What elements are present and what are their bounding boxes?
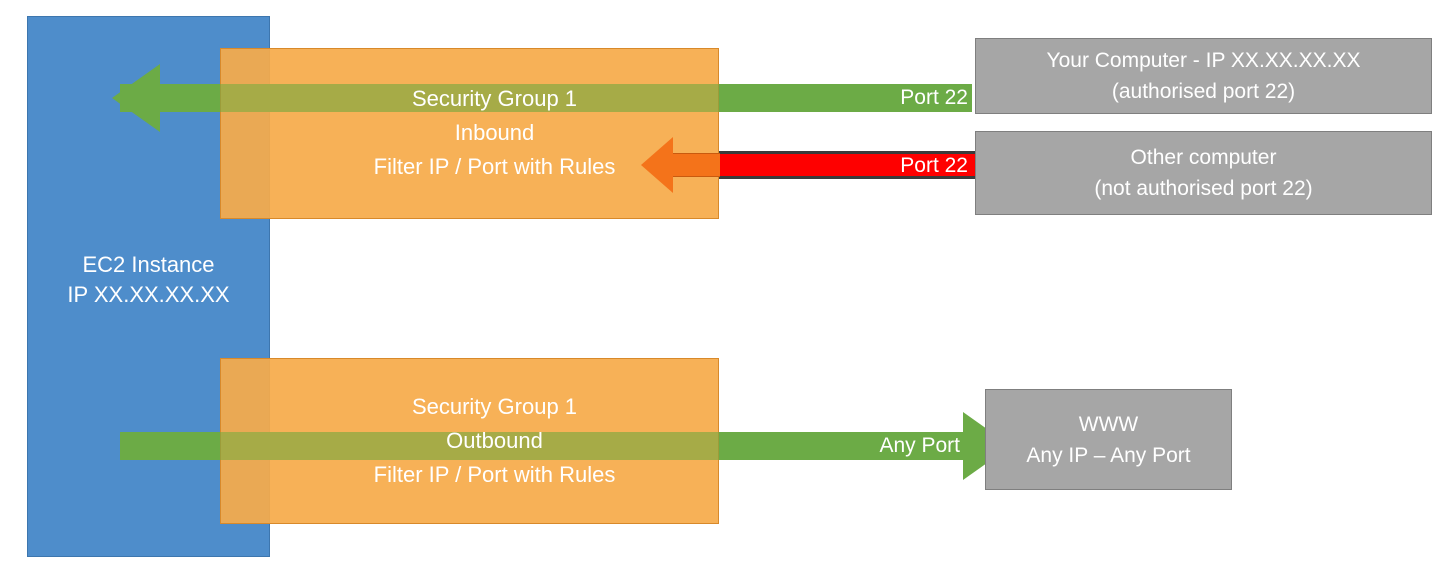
your-computer-line-1: Your Computer - IP XX.XX.XX.XX [1046, 49, 1361, 72]
inbound-shaft-under-security-group [220, 84, 719, 112]
security-group-inbound-box [220, 48, 719, 219]
your-computer-line-2: (authorised port 22) [1111, 80, 1296, 103]
other-computer-line-2: (not authorised port 22) [1094, 177, 1313, 200]
inbound-allowed-arrowhead [112, 64, 160, 132]
endpoint-your-computer-box: Your Computer - IP XX.XX.XX.XX (authoris… [975, 38, 1432, 114]
outbound-shaft-under-security-group [220, 432, 719, 460]
www-line-1: WWW [1078, 412, 1139, 436]
endpoint-other-computer-box: Other computer (not authorised port 22) [975, 131, 1432, 215]
inbound-blocked-absorbed-arrowhead [641, 137, 673, 193]
inbound-blocked-absorbed-arrow-shaft [672, 153, 720, 177]
endpoint-www-box: WWW Any IP – Any Port [985, 389, 1232, 490]
other-computer-line-1: Other computer [1130, 146, 1277, 169]
www-line-2: Any IP – Any Port [1026, 443, 1191, 467]
inbound-blocked-arrow-shaft [719, 151, 977, 179]
